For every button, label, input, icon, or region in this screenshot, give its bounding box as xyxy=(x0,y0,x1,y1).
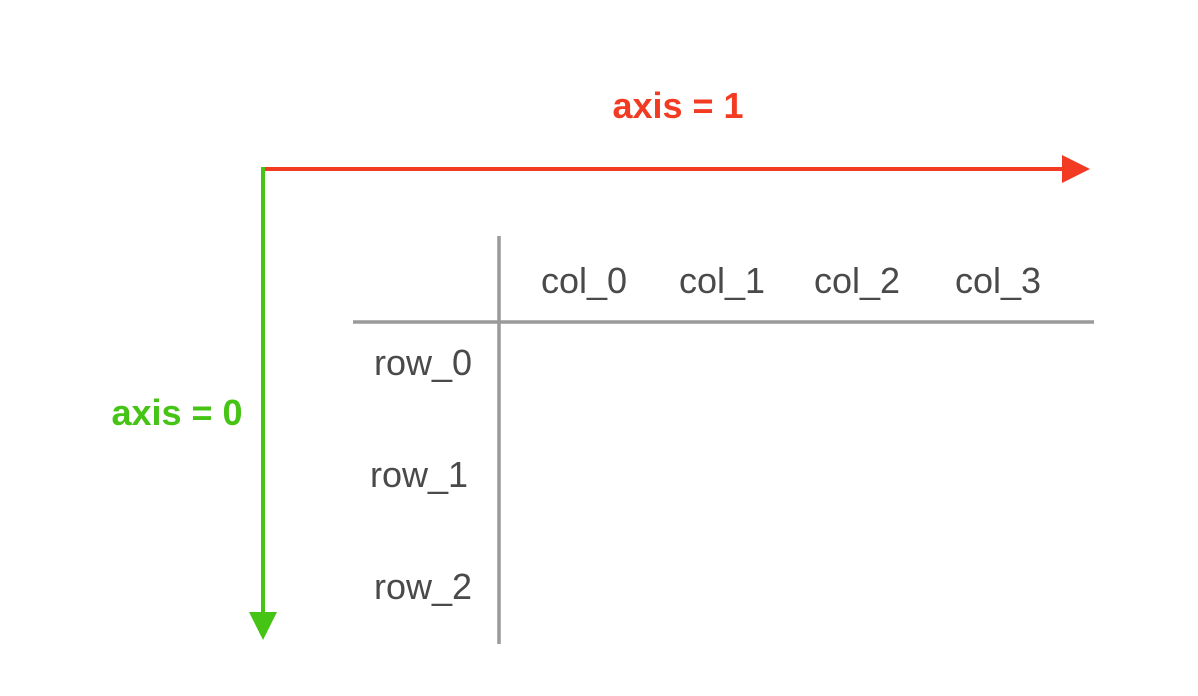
row-label: row_0 xyxy=(374,342,472,383)
row-label: row_2 xyxy=(374,566,472,607)
column-header: col_1 xyxy=(679,260,765,301)
row-label: row_1 xyxy=(370,454,468,495)
column-header: col_0 xyxy=(541,260,627,301)
axis0-label: axis = 0 xyxy=(111,392,242,433)
axis0-arrow-head xyxy=(249,612,277,640)
column-header: col_3 xyxy=(955,260,1041,301)
column-header: col_2 xyxy=(814,260,900,301)
axis1-label: axis = 1 xyxy=(612,85,743,126)
axis1-arrow-head xyxy=(1062,155,1090,183)
